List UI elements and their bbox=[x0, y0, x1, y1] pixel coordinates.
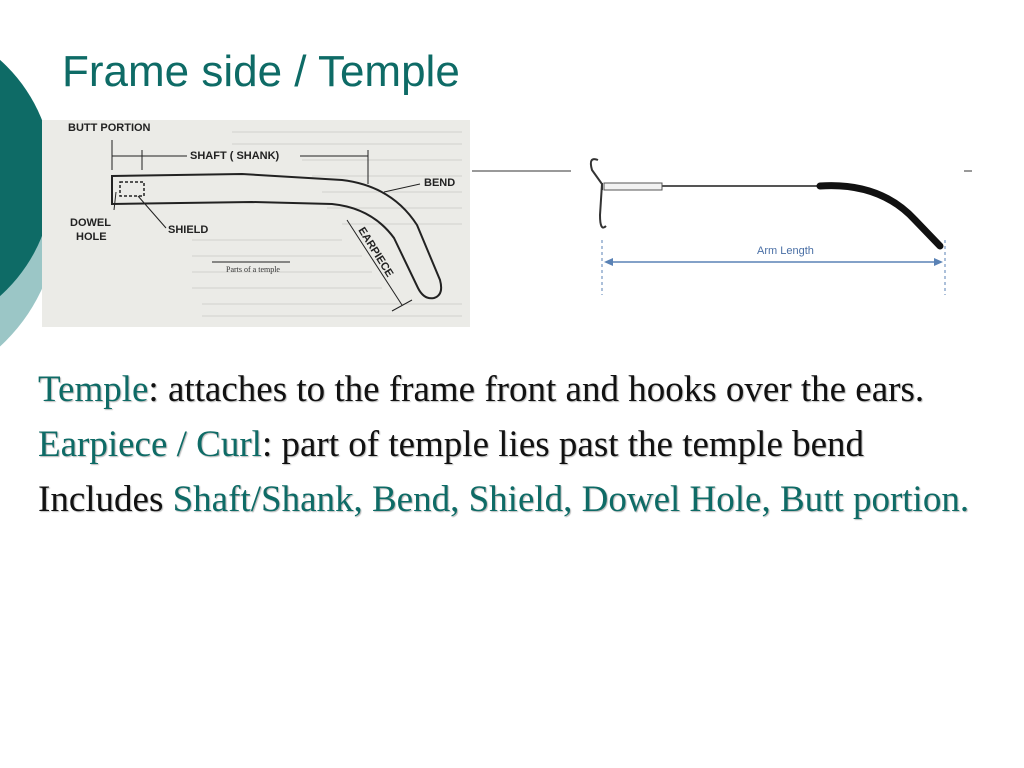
desc-earpiece: : part of temple lies past the temple be… bbox=[261, 424, 865, 465]
paragraph-includes: Includes Shaft/Shank, Bend, Shield, Dowe… bbox=[38, 472, 978, 527]
label-shield: SHIELD bbox=[168, 224, 208, 236]
label-dowel: DOWEL bbox=[70, 217, 111, 229]
body-text: Temple: attaches to the frame front and … bbox=[38, 362, 978, 527]
term-temple: Temple bbox=[38, 369, 149, 410]
desc-temple: : attaches to the frame front and hooks … bbox=[148, 369, 925, 410]
page-title: Frame side / Temple bbox=[62, 47, 460, 96]
paragraph-temple: Temple: attaches to the frame front and … bbox=[38, 362, 978, 417]
label-hole: HOLE bbox=[76, 231, 107, 243]
diagram-caption: Parts of a temple bbox=[226, 265, 280, 274]
label-butt-portion: BUTT PORTION bbox=[68, 122, 151, 134]
label-arm-length: Arm Length bbox=[757, 245, 814, 257]
includes-terms: Shaft/Shank, Bend, Shield, Dowel Hole, B… bbox=[172, 479, 970, 520]
arm-length-diagram: Arm Length bbox=[589, 158, 946, 295]
decorative-circle-dark bbox=[0, 59, 53, 297]
paragraph-earpiece: Earpiece / Curl: part of temple lies pas… bbox=[38, 417, 978, 472]
hinge-hook bbox=[589, 158, 607, 229]
term-earpiece: Earpiece / Curl bbox=[38, 424, 262, 465]
label-bend: BEND bbox=[424, 177, 455, 189]
includes-prefix: Includes bbox=[38, 479, 173, 520]
label-shaft: SHAFT ( SHANK) bbox=[190, 150, 280, 162]
temple-parts-diagram: BUTT PORTION SHAFT ( SHANK) BEND DOWEL H… bbox=[42, 120, 470, 327]
earpiece-tip bbox=[816, 182, 944, 250]
shield-shape bbox=[119, 181, 145, 197]
temple-shape bbox=[111, 172, 443, 300]
